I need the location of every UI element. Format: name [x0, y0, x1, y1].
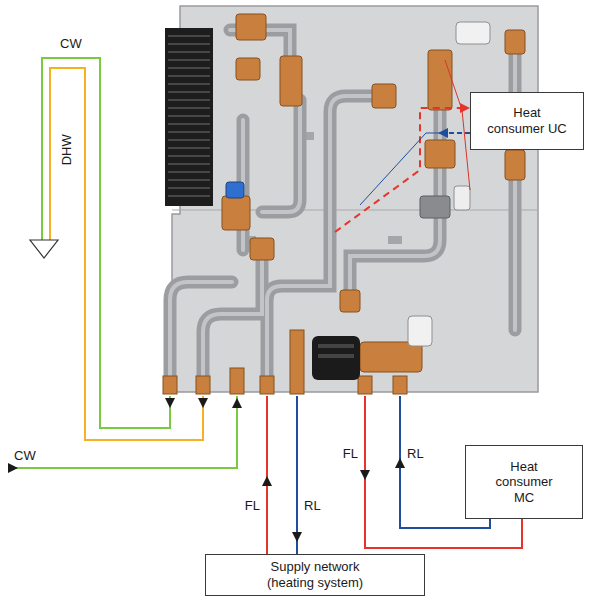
cold-water-line [42, 58, 170, 428]
valve [505, 30, 525, 54]
fitting [230, 368, 244, 394]
pipe [262, 100, 300, 212]
fitting [358, 376, 372, 394]
valve [372, 84, 396, 108]
pipe-label: FL [245, 498, 260, 514]
box-label: Supply network (heating system) [253, 559, 377, 590]
return-line-thin [360, 133, 440, 205]
sensor [454, 186, 470, 210]
fitting [340, 290, 360, 312]
arrowhead [8, 463, 18, 473]
arrowhead [232, 398, 242, 408]
flow-line-dashed [335, 108, 462, 232]
pipe-label: RL [304, 498, 321, 514]
pump [312, 336, 360, 380]
fitting [163, 376, 177, 394]
plate [172, 6, 538, 392]
pump-rib [318, 354, 354, 358]
fitting [290, 330, 304, 394]
pipe-highlight [203, 250, 262, 384]
exchanger-body [165, 28, 213, 206]
pipe-highlight [513, 40, 517, 330]
pipe-highlight [350, 60, 440, 300]
thermostat-head [408, 316, 432, 346]
valve [425, 140, 455, 168]
thermostat-head [456, 22, 490, 44]
arrowhead [262, 476, 272, 486]
consumer-box: Heat consumer UC [470, 92, 584, 150]
arrowhead [198, 398, 208, 408]
valve [428, 50, 452, 110]
pipe [509, 40, 522, 330]
box-label: Heat consumer MC [484, 459, 564, 506]
pipe [267, 96, 380, 384]
fitting [393, 376, 407, 394]
pump-rib [318, 344, 354, 348]
pipe-label: CW [60, 36, 82, 52]
pipe-insulation [170, 30, 515, 384]
valve [236, 58, 260, 80]
flow-arrows [8, 103, 470, 542]
arrowhead [395, 458, 405, 468]
consumer-box: Heat consumer MC [465, 445, 583, 519]
heat-exchanger [165, 28, 213, 206]
cold-water-line [8, 396, 237, 468]
valve [280, 56, 302, 106]
pipe-label: FL [343, 446, 358, 462]
pipe-label: RL [407, 446, 424, 462]
arrowhead [438, 128, 448, 138]
pipe [203, 250, 262, 384]
return-line-dashed [446, 132, 470, 134]
pipe-label: DHW [59, 134, 75, 165]
tap-triangle [30, 240, 58, 258]
arrowhead [165, 398, 175, 408]
fitting [260, 376, 274, 394]
pipe-highlight [170, 30, 515, 384]
pipe-connections [8, 58, 522, 558]
hot-water-line [50, 68, 203, 440]
fitting [196, 376, 210, 394]
consumer-box: Supply network (heating system) [205, 554, 425, 596]
actuator [420, 196, 450, 218]
components [226, 22, 490, 380]
box-label: Heat consumer UC [487, 105, 567, 136]
arrowhead [460, 103, 470, 113]
sensor-cable [445, 60, 470, 190]
pipe-highlight [262, 100, 300, 212]
insulated-pipes [170, 30, 515, 384]
mounting-plate [172, 6, 538, 392]
fitting [250, 238, 274, 260]
arrowhead [360, 470, 370, 480]
fitting [505, 150, 525, 180]
pipe-label: CW [14, 448, 36, 464]
valve [236, 14, 266, 40]
mixing-valve [222, 196, 250, 230]
copper-fittings [163, 14, 525, 394]
tap-symbol [30, 240, 58, 258]
pipe-highlight [267, 96, 380, 384]
exchanger-fins [168, 36, 210, 196]
valve-cap [226, 182, 244, 198]
plate-slot [388, 236, 402, 244]
arrowhead [292, 532, 302, 542]
